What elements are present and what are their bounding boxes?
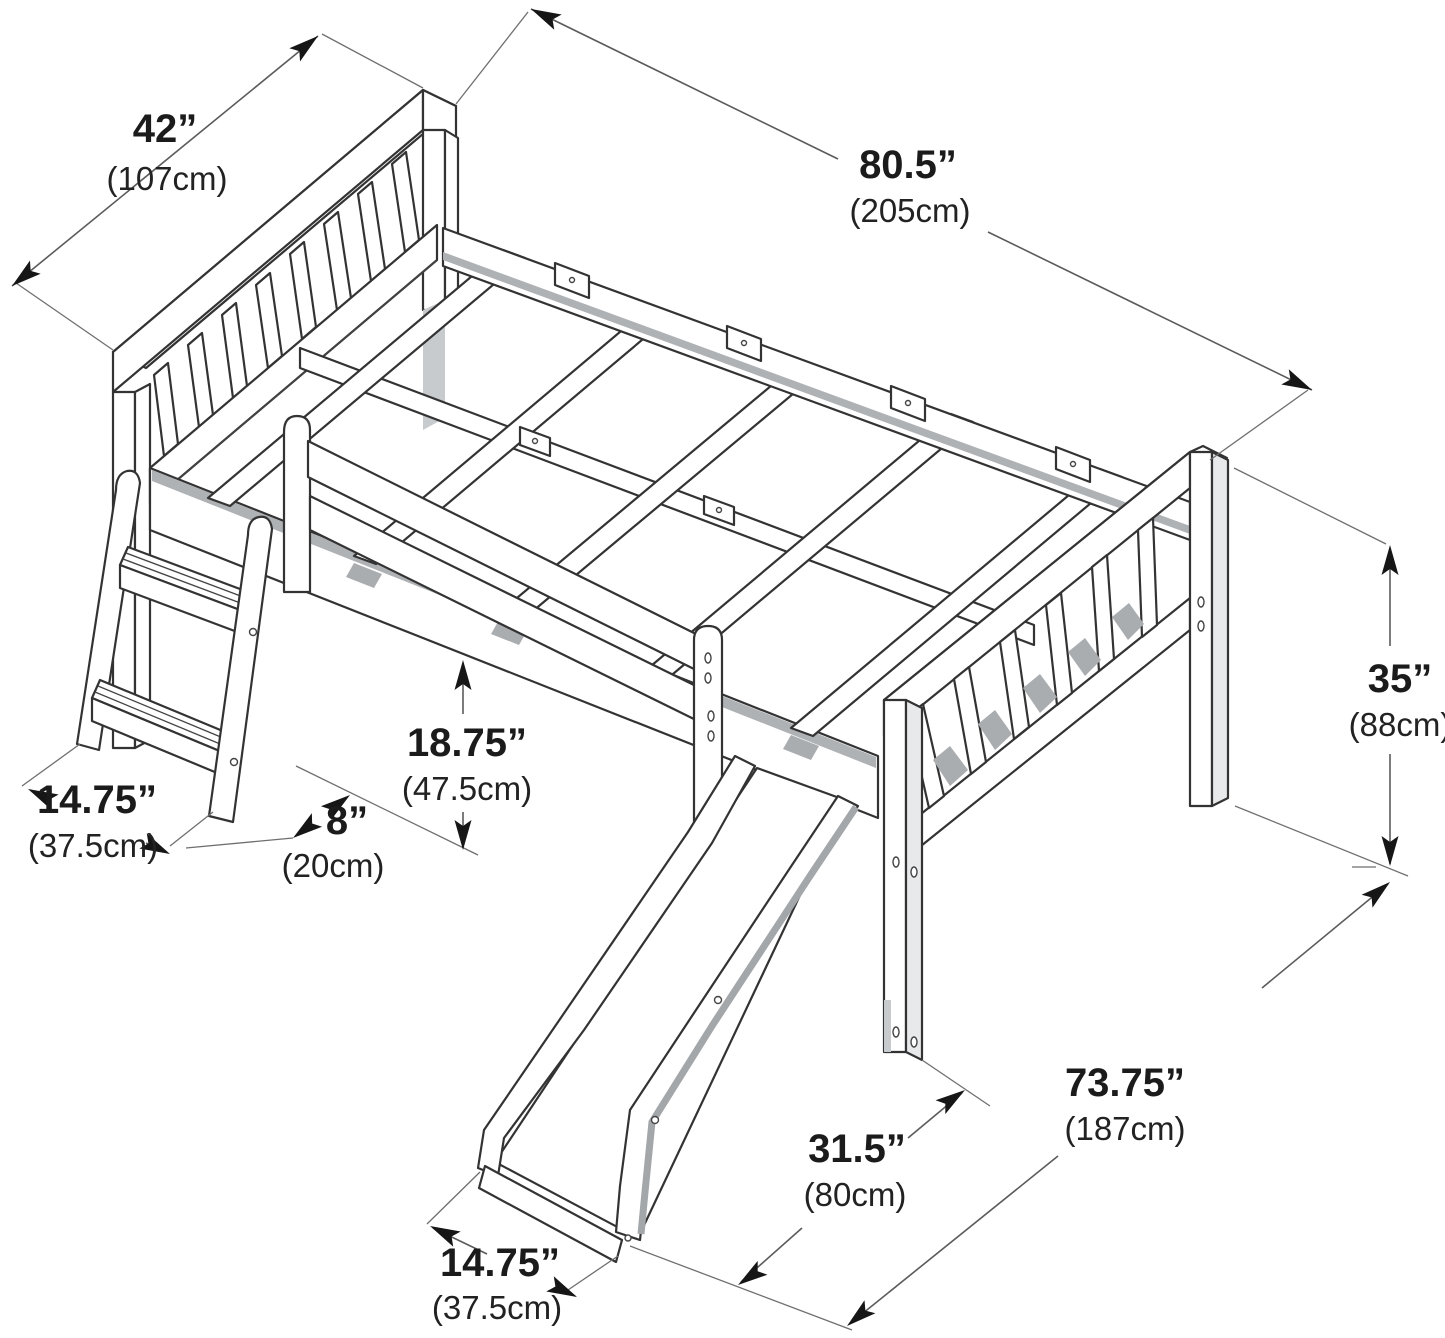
dim-headboard-width-cm: (107cm) bbox=[106, 160, 227, 197]
dim-under-bed-clearance-in: 18.75” bbox=[407, 721, 527, 765]
dim-slide-floor-reach-in: 31.5” bbox=[808, 1127, 906, 1171]
dim-slide-bottom-width: 14.75” (37.5cm) bbox=[426, 1171, 619, 1326]
slide bbox=[476, 754, 860, 1264]
dim-slide-bottom-width-in: 14.75” bbox=[440, 1241, 560, 1285]
slat-brackets bbox=[518, 261, 1092, 527]
dim-under-bed-clearance: 18.75” (47.5cm) bbox=[295, 660, 532, 856]
dim-bed-length-cm: (205cm) bbox=[849, 192, 970, 229]
ladder bbox=[75, 469, 274, 824]
dim-headboard-width-in: 42” bbox=[133, 107, 198, 151]
dim-slide-bottom-width-cm: (37.5cm) bbox=[432, 1289, 562, 1326]
dim-ladder-slide-gap: 8” (20cm) bbox=[185, 788, 385, 884]
dim-overall-height-in: 35” bbox=[1368, 657, 1433, 701]
dim-overall-height: 35” (88cm) bbox=[1233, 467, 1445, 877]
dim-bed-length: 80.5” (205cm) bbox=[455, 1, 1316, 461]
dim-bed-length-in: 80.5” bbox=[859, 143, 957, 187]
dim-overall-height-cm: (88cm) bbox=[1349, 706, 1445, 743]
dim-ladder-depth: 14.75” (37.5cm) bbox=[21, 743, 214, 864]
dim-ladder-depth-in: 14.75” bbox=[37, 778, 157, 822]
dim-under-bed-clearance-cm: (47.5cm) bbox=[402, 770, 532, 807]
dim-floor-length-in: 73.75” bbox=[1065, 1061, 1185, 1105]
dim-headboard-width: 42” (107cm) bbox=[6, 29, 424, 351]
dim-ladder-slide-gap-cm: (20cm) bbox=[282, 847, 385, 884]
footboard bbox=[882, 444, 1230, 1062]
dim-ladder-depth-cm: (37.5cm) bbox=[28, 827, 158, 864]
dim-slide-floor-reach-cm: (80cm) bbox=[804, 1176, 907, 1213]
dim-floor-length: 73.75” (187cm) bbox=[629, 875, 1396, 1333]
dim-floor-length-cm: (187cm) bbox=[1064, 1110, 1185, 1147]
headboard bbox=[111, 88, 460, 750]
dim-slide-floor-reach: 31.5” (80cm) bbox=[733, 1059, 991, 1292]
dimension-lines: 42” (107cm) 80.5” (205cm) 35” (88cm) bbox=[6, 1, 1445, 1333]
dim-ladder-slide-gap-in: 8” bbox=[326, 799, 368, 843]
